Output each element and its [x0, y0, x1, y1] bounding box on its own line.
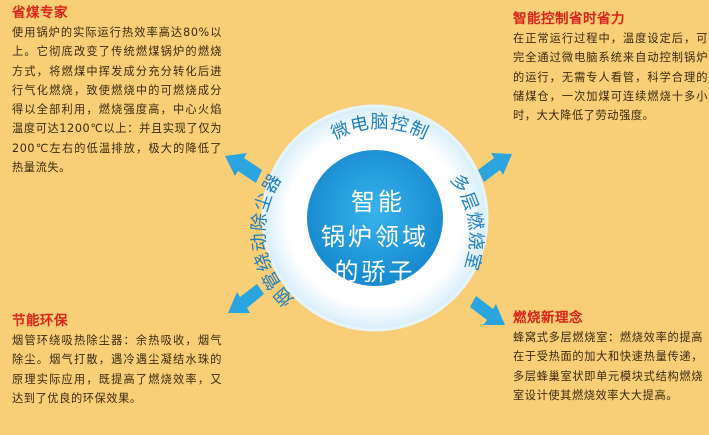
center-line-3: 的骄子: [335, 258, 416, 286]
panel-title: 节能环保: [12, 313, 68, 329]
center-core: [307, 150, 443, 286]
panel-combustion-concept: 燃烧新理念 蜂窝式多层燃烧室：燃烧效率的提高在于受热面的加大和快速热量传递，多层…: [513, 309, 703, 405]
panel-coal-saving: 省煤专家 使用锅炉的实际运行热效率高达80%以上。它彻底改变了传统燃煤锅炉的燃烧…: [12, 4, 222, 177]
panel-eco-friendly: 节能环保 烟管环绕吸热除尘器：余热吸收，烟气除尘。烟气打散，遇冷遇尘凝结水珠的原…: [12, 312, 222, 408]
center-line-2: 锅炉领域: [321, 223, 429, 251]
panel-title: 智能控制省时省力: [513, 11, 625, 27]
panel-body: 在正常运行过程中，温度设定后，可完全通过微电脑系统来自动控制锅炉的运行，无需专人…: [513, 32, 708, 123]
panel-body: 烟管环绕吸热除尘器：余热吸收，烟气除尘。烟气打散，遇冷遇尘凝结水珠的原理实际应用…: [12, 334, 222, 405]
arrow-bottom-right-icon: [470, 296, 505, 325]
panel-body: 使用锅炉的实际运行热效率高达80%以上。它彻底改变了传统燃煤锅炉的燃烧方式，将燃…: [12, 26, 222, 175]
arrow-top-right-icon: [478, 153, 512, 182]
panel-title: 燃烧新理念: [513, 310, 583, 326]
center-line-1: 智能: [351, 188, 405, 216]
arrow-bottom-left-icon: [228, 284, 264, 313]
arrow-top-left-icon: [225, 153, 262, 183]
panel-body: 蜂窝式多层燃烧室：燃烧效率的提高在于受热面的加大和快速热量传递，多层蜂巢室状即单…: [513, 331, 703, 402]
panel-title: 省煤专家: [12, 5, 68, 21]
panel-smart-control: 智能控制省时省力 在正常运行过程中，温度设定后，可完全通过微电脑系统来自动控制锅…: [513, 10, 708, 125]
